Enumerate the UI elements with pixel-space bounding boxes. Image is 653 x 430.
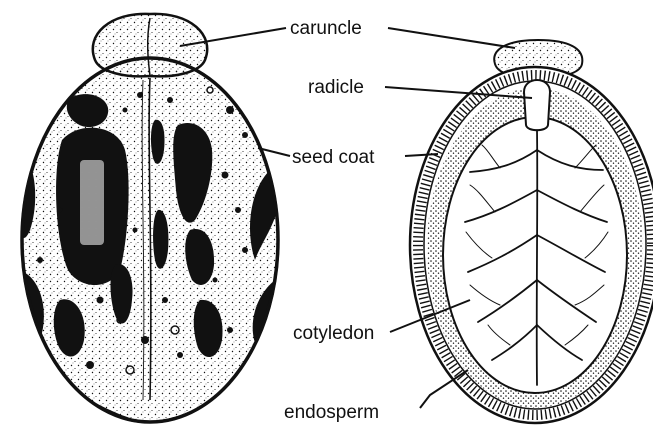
label-caruncle: caruncle (290, 18, 362, 39)
labels: caruncle radicle seed coat cotyledon end… (284, 18, 379, 423)
external-seed (12, 14, 283, 430)
label-endosperm: endosperm (284, 402, 379, 423)
leader-caruncle-right (388, 28, 515, 48)
label-cotyledon: cotyledon (293, 323, 374, 344)
label-radicle: radicle (308, 77, 364, 98)
label-seed-coat: seed coat (292, 147, 375, 168)
cotyledon-region (443, 117, 627, 393)
radicle-shape (524, 80, 550, 130)
